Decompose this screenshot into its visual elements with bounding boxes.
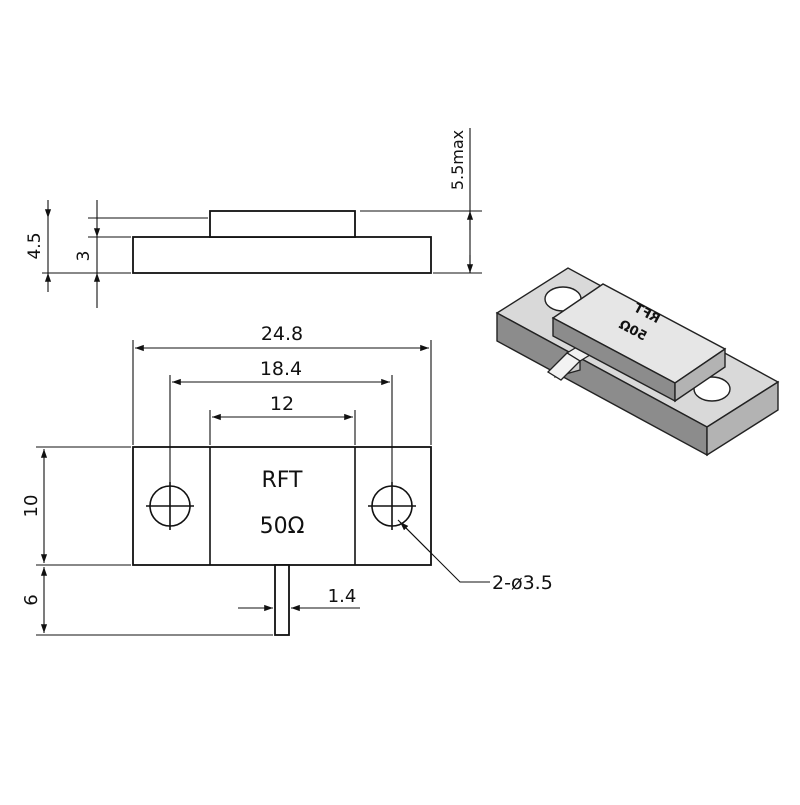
dim-label-hole-spacing: 18.4 [260, 358, 302, 380]
dim-label-lead-length: 6 [21, 594, 42, 605]
dim-label-lead-width: 1.4 [328, 586, 357, 607]
body-marking-line1: RFT [262, 468, 304, 493]
iso-body-right [674, 347, 726, 403]
plan-view: RFT 50Ω 24.8 18.4 12 10 6 [21, 323, 553, 636]
dim-label-width: 10 [21, 495, 42, 518]
iso-hole-right [693, 376, 731, 402]
body-side-outline [209, 210, 356, 238]
dim-label-flange-height-total: 4.5 [25, 232, 45, 259]
mounting-hole-left [146, 482, 194, 530]
dim-label-total-height: 5.5max [448, 130, 467, 190]
lead-tab [274, 564, 290, 636]
iso-lead-tip [546, 352, 582, 381]
hole-leader-arrow [399, 521, 431, 553]
dim-label-holes: 2-ø3.5 [492, 572, 553, 594]
dim-label-overall-length: 24.8 [261, 323, 303, 345]
side-elevation-view: 4.5 3 5.5max [25, 128, 482, 308]
flange-side-outline [132, 236, 432, 274]
body-marking-line2: 50Ω [260, 514, 305, 539]
isometric-view: RFT 50Ω [495, 267, 780, 457]
dim-label-flange-thickness: 3 [74, 251, 94, 262]
iso-flange-right [706, 380, 779, 457]
mounting-hole-right [368, 482, 416, 530]
dim-label-body-length: 12 [270, 393, 294, 415]
